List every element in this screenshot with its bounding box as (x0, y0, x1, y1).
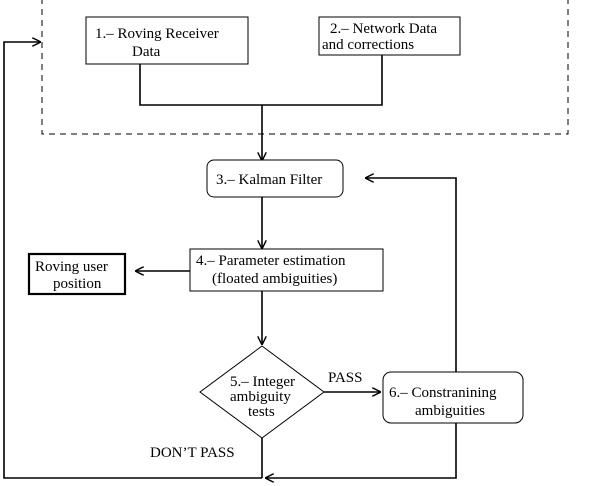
edge-constraining-to-kalman (366, 178, 457, 372)
node-integer-ambiguity-tests-label: 5.– Integer ambiguity tests (230, 374, 299, 420)
out-line-1: Roving user (35, 259, 108, 275)
edge-feedback-loop (3, 42, 262, 479)
node-network-data-label: 2.– Network Data and corrections (322, 21, 441, 53)
edge-label-dont-pass: DON’T PASS (150, 445, 235, 461)
n1-line-2: Data (132, 44, 161, 60)
node-parameter-estimation-label: 4.– Parameter estimation (floated ambigu… (196, 253, 349, 287)
node-constraining-ambiguities (382, 371, 524, 424)
node-roving-user-position (27, 252, 127, 296)
node-network-data (318, 16, 461, 56)
n1-line-1: 1.– Roving Receiver (95, 26, 219, 42)
n2-line-1: 2.– Network Data (330, 21, 437, 37)
n3-line-1: 3.– Kalman Filter (216, 172, 322, 188)
node-kalman-filter (206, 159, 344, 198)
edge-constraining-to-bottom (266, 423, 457, 478)
edge-n2-to-merge (262, 55, 383, 106)
node-parameter-estimation (189, 248, 384, 292)
n5-line-3: tests (248, 404, 275, 420)
node-kalman-filter-label: 3.– Kalman Filter (216, 172, 322, 188)
node-integer-ambiguity-tests (199, 345, 325, 439)
node-roving-user-position-label: Roving user position (35, 259, 112, 292)
n6-line-1: 6.– Constranining (389, 385, 497, 401)
n6-line-2: ambiguities (415, 403, 485, 419)
input-group-frame (41, 0, 569, 135)
n2-line-2: and corrections (322, 37, 414, 53)
out-line-2: position (53, 276, 102, 292)
n4-line-1: 4.– Parameter estimation (196, 253, 346, 269)
n4-line-2: (floated ambiguities) (212, 271, 337, 287)
node-roving-receiver-data-label: 1.– Roving Receiver Data (95, 26, 222, 60)
edge-label-pass: PASS (328, 370, 362, 386)
edge-n1-to-merge (139, 64, 262, 106)
node-constraining-ambiguities-label: 6.– Constranining ambiguities (389, 385, 500, 419)
node-roving-receiver-data (85, 16, 249, 65)
n5-line-2: ambiguity (230, 389, 291, 405)
n5-line-1: 5.– Integer (230, 374, 295, 390)
